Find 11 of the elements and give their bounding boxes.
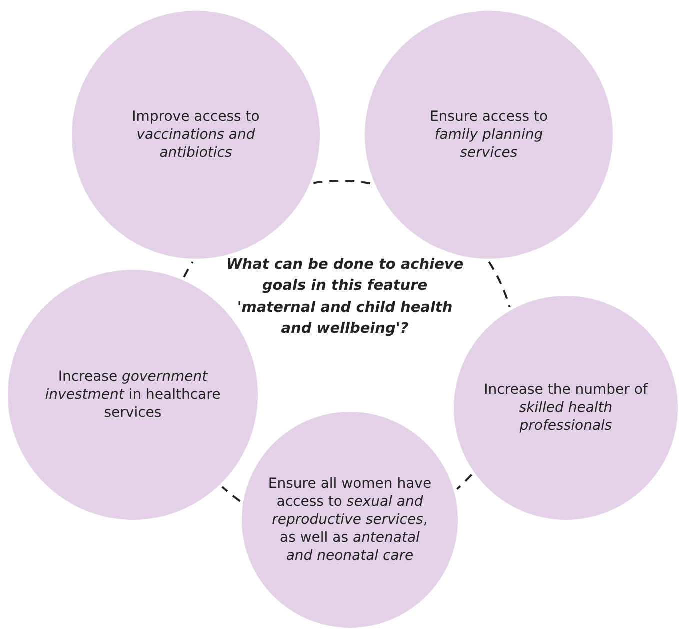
question-text: What can be done to achieve goals in this feature 'maternal and child health and wellbeing'? [225, 256, 465, 339]
action-text: Ensure all women have access to sexual and reproductive services, as well as antenatal and neonatal care [267, 474, 433, 566]
dashed-connector [222, 486, 241, 502]
dashed-connector [488, 262, 511, 308]
action-text: Increase government investment in healthcare services [44, 368, 222, 422]
action-text: Improve access to vaccinations and antibiotics [131, 108, 261, 162]
action-text: Ensure access to family planning services [428, 108, 550, 162]
dashed-connector [183, 262, 194, 278]
action-text: Increase the number of skilled health professionals [483, 380, 649, 436]
dashed-connector [314, 180, 372, 185]
dashed-connector [456, 474, 472, 490]
